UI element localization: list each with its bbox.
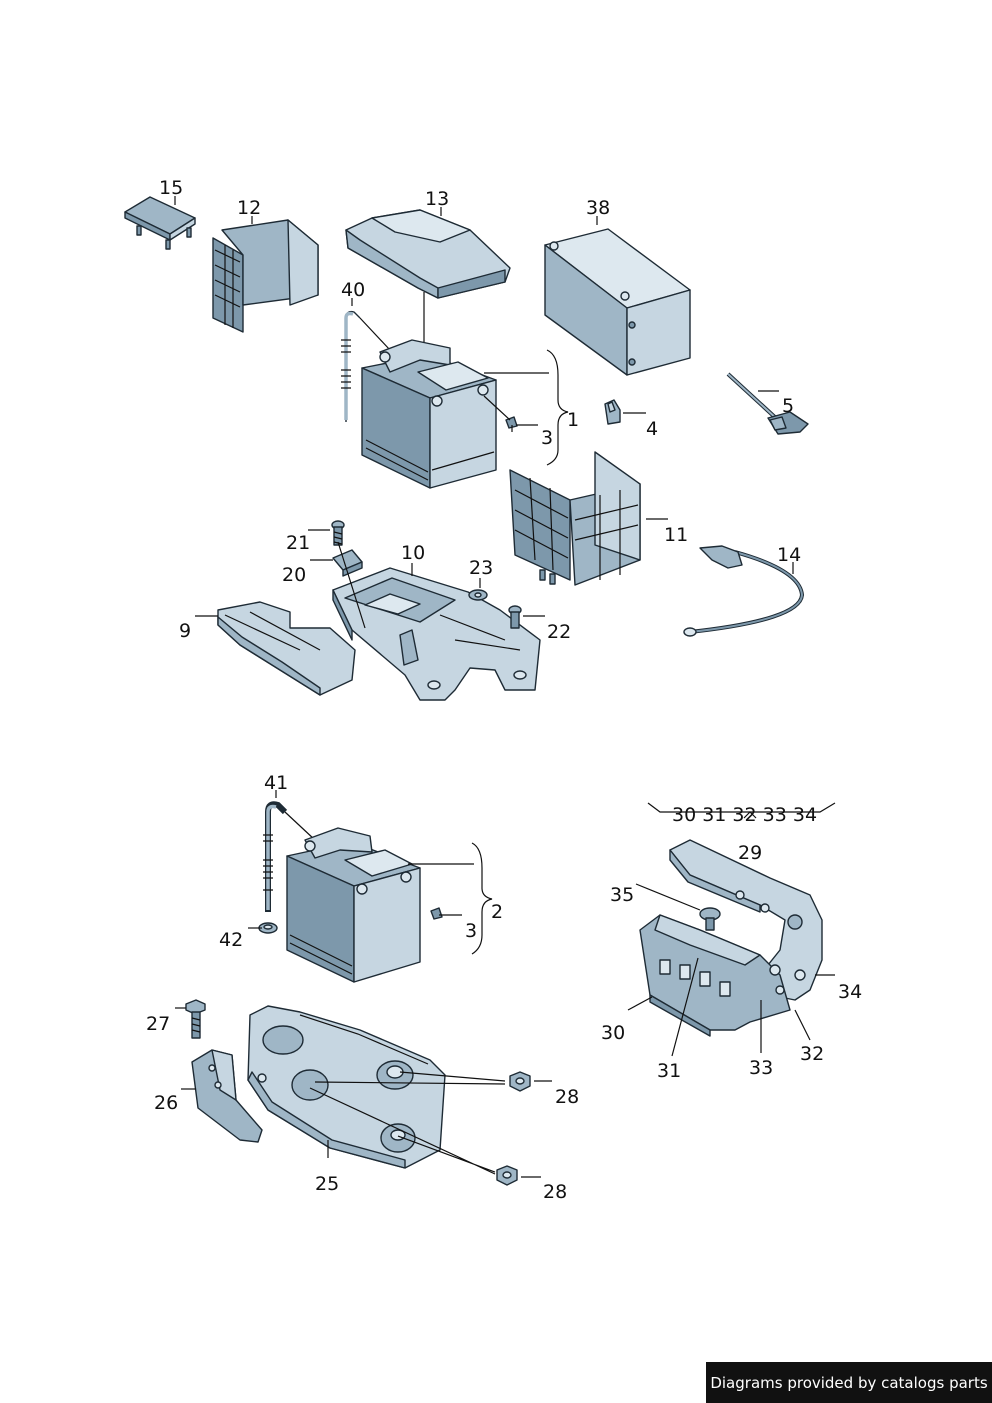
label-29: 29	[738, 842, 762, 864]
label-22: 22	[547, 621, 571, 643]
label-35: 35	[610, 884, 634, 906]
part-1-battery-top	[361, 339, 497, 489]
label-1: 1	[567, 409, 579, 431]
part-35-screw	[699, 907, 721, 931]
part-22-bolt	[508, 605, 522, 629]
label-28-lower: 28	[543, 1181, 567, 1203]
part-2-battery-lower	[286, 827, 421, 983]
label-9: 9	[179, 620, 191, 642]
label-4: 4	[646, 418, 658, 440]
part-3-screw-lower	[430, 907, 443, 920]
part-26-bracket	[191, 1049, 263, 1143]
label-32: 32	[800, 1043, 824, 1065]
label-30: 30	[601, 1022, 625, 1044]
part-11-insulation-jacket	[509, 451, 641, 586]
label-3-top: 3	[541, 427, 553, 449]
part-9-mounting-plate	[217, 601, 356, 696]
label-3-lower: 3	[465, 920, 477, 942]
label-26: 26	[154, 1092, 178, 1114]
label-20: 20	[282, 564, 306, 586]
label-40: 40	[341, 279, 365, 301]
part-20-clamp	[332, 549, 363, 577]
label-5: 5	[782, 395, 794, 417]
part-23-washer	[468, 589, 488, 601]
part-40-vent-hose	[341, 310, 391, 422]
part-27-bolt	[185, 999, 206, 1039]
label-27: 27	[146, 1013, 170, 1035]
part-42-plug	[258, 922, 278, 934]
label-14: 14	[777, 544, 801, 566]
part-12-heat-shield	[212, 219, 319, 333]
part-15-cover-cap	[124, 196, 196, 250]
label-31: 31	[657, 1060, 681, 1082]
part-25-base-plate	[247, 1005, 446, 1169]
label-34: 34	[838, 981, 862, 1003]
label-42: 42	[219, 929, 243, 951]
leader-lines	[174, 196, 836, 1178]
label-15: 15	[159, 177, 183, 199]
label-12: 12	[237, 197, 261, 219]
part-13-battery-cover	[345, 209, 511, 299]
part-38-battery-housing	[544, 228, 691, 376]
part-14-ground-cable	[683, 545, 805, 637]
label-28-upper: 28	[555, 1086, 579, 1108]
part-41-vent-hose	[263, 801, 316, 912]
part-21-bolt	[331, 520, 345, 546]
part-10-battery-tray	[332, 567, 541, 701]
label-11: 11	[664, 524, 688, 546]
part-3-screw-top	[505, 416, 518, 432]
label-10: 10	[401, 542, 425, 564]
label-21: 21	[286, 532, 310, 554]
part-5-sensor-cable	[726, 372, 809, 435]
label-38: 38	[586, 197, 610, 219]
label-23: 23	[469, 557, 493, 579]
callout-labels: 15 12 13 38 40 1 3 4 5 11 14 10 21 20 23…	[146, 177, 862, 1203]
part-28-nut-lower	[496, 1165, 518, 1186]
attribution-footer: Diagrams provided by catalogs parts	[706, 1362, 992, 1403]
label-13: 13	[425, 188, 449, 210]
part-4-clip	[604, 399, 621, 425]
label-group-30-34: 30 31 32 33 34	[672, 804, 817, 826]
label-41: 41	[264, 772, 288, 794]
part-28-nut-upper	[509, 1071, 531, 1092]
label-25: 25	[315, 1173, 339, 1195]
label-2: 2	[491, 901, 503, 923]
part-29-fuse-box-frame	[669, 839, 823, 1001]
label-33: 33	[749, 1057, 773, 1079]
part-30-fuse-block	[639, 914, 806, 1037]
